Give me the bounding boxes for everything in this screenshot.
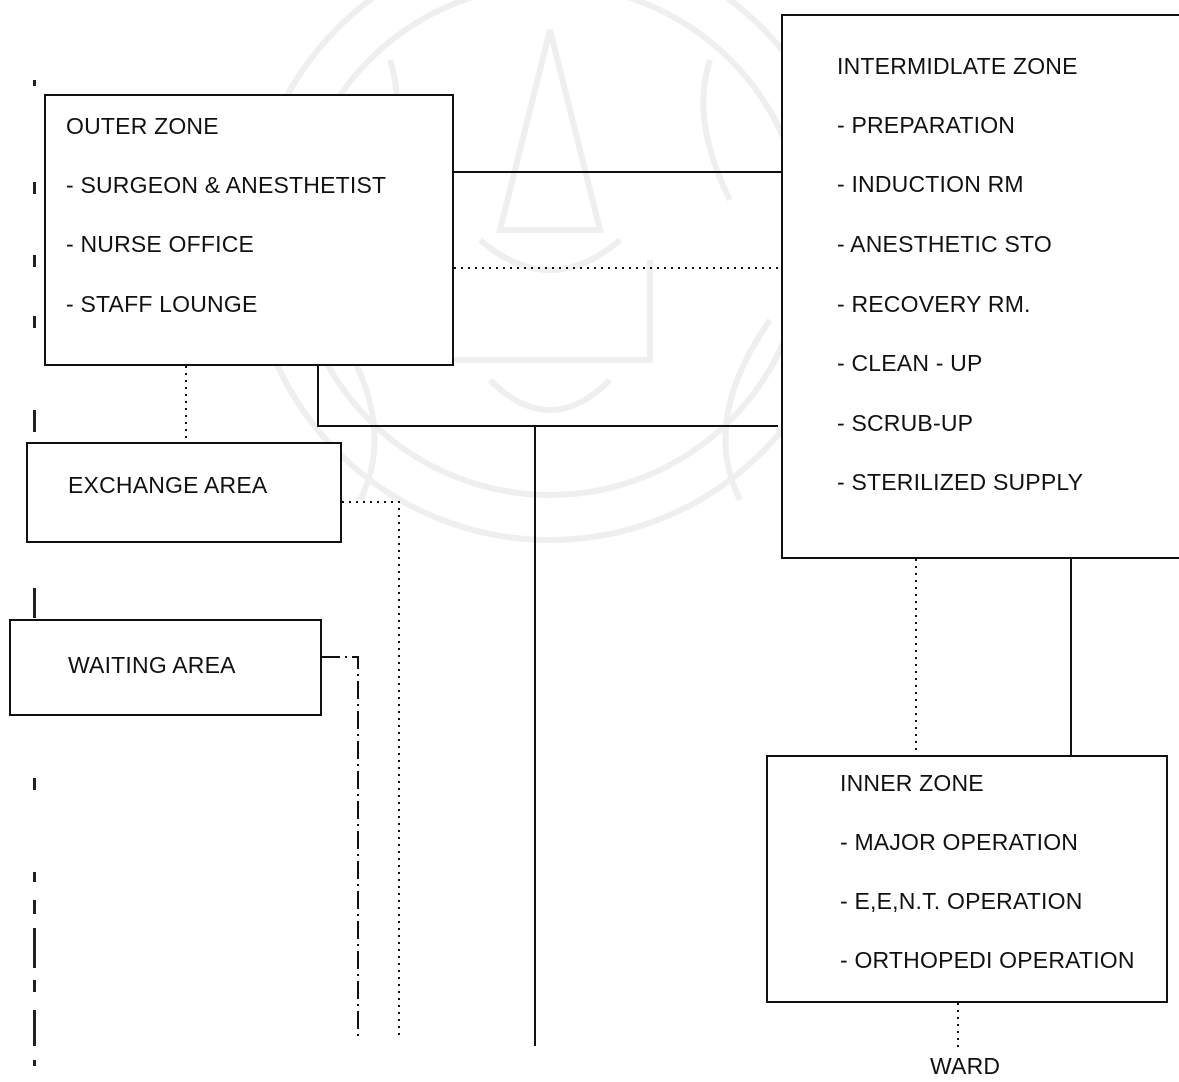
intermediate-zone-item: - ANESTHETIC STO [837, 230, 1052, 258]
inner-zone-item: - E,E,N.T. OPERATION [840, 887, 1083, 915]
inner-zone-title: INNER ZONE [840, 769, 984, 797]
ward-label: WARD [930, 1052, 1000, 1080]
outer-zone-item: - SURGEON & ANESTHETIST [66, 171, 386, 199]
outer-zone-item: - NURSE OFFICE [66, 230, 254, 258]
intermediate-zone-item: - RECOVERY RM. [837, 290, 1031, 318]
waiting-area-label: WAITING AREA [68, 651, 236, 679]
intermediate-zone-item: - INDUCTION RM [837, 170, 1024, 198]
exchange-dotted-connector-line [342, 502, 399, 1040]
intermediate-zone-title: INTERMIDLATE ZONE [837, 52, 1078, 80]
outer-zone-item: - STAFF LOUNGE [66, 290, 258, 318]
intermediate-zone-item: - CLEAN - UP [837, 349, 983, 377]
inner-zone-item: - MAJOR OPERATION [840, 828, 1078, 856]
waiting-dashed-connector-line [322, 657, 358, 1040]
outer-zone-title: OUTER ZONE [66, 112, 219, 140]
intermediate-zone-item: - PREPARATION [837, 111, 1015, 139]
exchange-area-label: EXCHANGE AREA [68, 471, 267, 499]
inner-zone-item: - ORTHOPEDI OPERATION [840, 946, 1135, 974]
intermediate-zone-item: - STERILIZED SUPPLY [837, 468, 1083, 496]
outer-bottom-connector-line [318, 366, 778, 426]
intermediate-zone-item: - SCRUB-UP [837, 409, 973, 437]
